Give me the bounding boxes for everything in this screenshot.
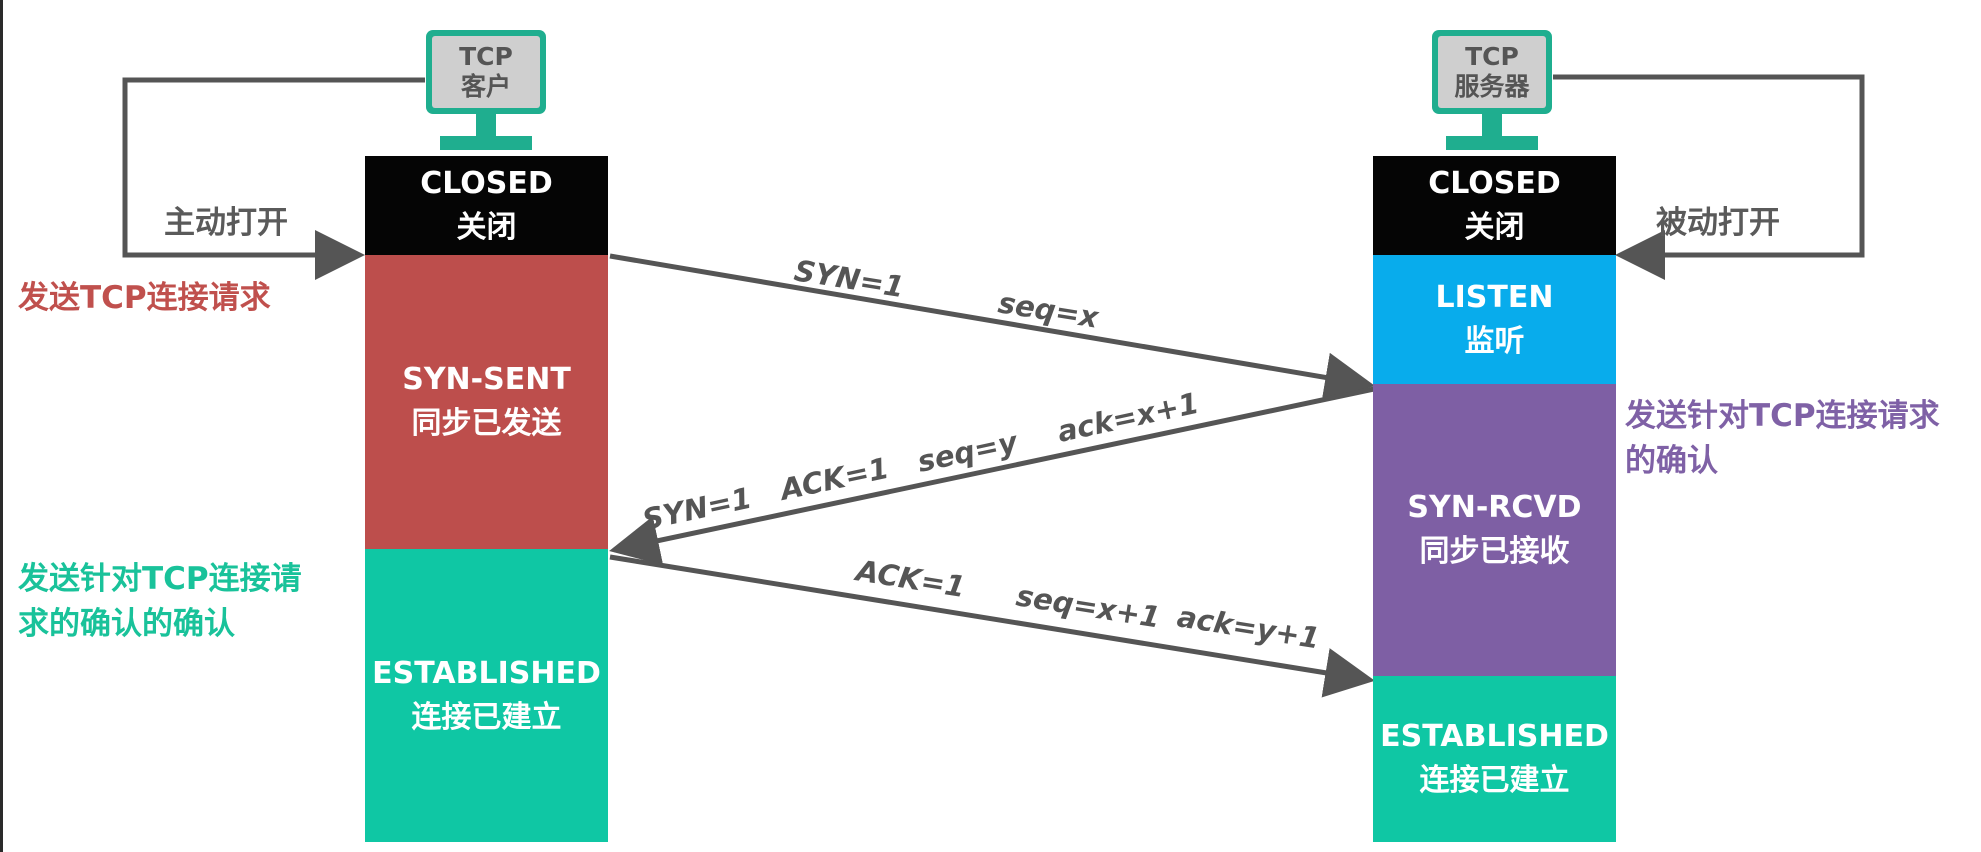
msg2-seq: seq=y [914, 424, 1021, 478]
server-syn-rcvd-cn: 同步已接收 [1419, 534, 1570, 569]
server-established-cn: 连接已建立 [1419, 763, 1570, 798]
client-state-syn-sent: SYN-SENT 同步已发送 [365, 255, 608, 549]
msg3-ack: ack=y+1 [1175, 599, 1322, 655]
client-state-closed: CLOSED 关闭 [365, 156, 608, 255]
server-state-established: ESTABLISHED 连接已建立 [1373, 676, 1616, 842]
passive-open-arrow [1553, 74, 1865, 280]
client-established-cn: 连接已建立 [411, 699, 562, 735]
server-syn-rcvd-label: SYN-RCVD [1407, 490, 1582, 525]
msg2-ack-flag: ACK=1 [775, 451, 891, 508]
client-syn-sent-cn: 同步已发送 [411, 406, 562, 441]
server-computer-line1: TCP [1465, 42, 1519, 71]
client-closed-label: CLOSED [420, 165, 553, 201]
server-listen-cn: 监听 [1464, 323, 1525, 359]
client-computer-line2: 客户 [460, 72, 511, 101]
client-monitor-base [440, 136, 532, 150]
passive-open-label: 被动打开 [1656, 205, 1780, 241]
active-open-arrow [122, 77, 425, 280]
active-open-label: 主动打开 [164, 205, 288, 241]
server-state-listen: LISTEN 监听 [1373, 255, 1616, 384]
server-monitor-base [1446, 136, 1538, 150]
ack-of-ack-label-line2: 求的确认的确认 [18, 606, 235, 642]
client-established-label: ESTABLISHED [372, 655, 601, 691]
server-closed-cn: 关闭 [1464, 209, 1525, 245]
server-ack-label-line2: 的确认 [1625, 443, 1718, 479]
client-screen: TCP 客户 [426, 30, 546, 114]
client-syn-sent-label: SYN-SENT [402, 362, 571, 397]
client-state-established: ESTABLISHED 连接已建立 [365, 549, 608, 842]
syn-ack-arrow [609, 386, 1375, 566]
client-computer-line1: TCP [459, 42, 513, 71]
msg3-ack-flag: ACK=1 [852, 553, 968, 604]
msg2-syn: SYN=1 [639, 481, 754, 537]
client-monitor-stand [476, 114, 496, 136]
ack-of-ack-label-line1: 发送针对TCP连接请 [18, 561, 302, 597]
server-screen: TCP 服务器 [1432, 30, 1552, 114]
server-state-syn-rcvd: SYN-RCVD 同步已接收 [1373, 384, 1616, 676]
server-listen-label: LISTEN [1435, 279, 1554, 315]
server-state-closed: CLOSED 关闭 [1373, 156, 1616, 255]
server-established-label: ESTABLISHED [1380, 719, 1609, 754]
msg1-seq: seq=x [996, 285, 1102, 335]
ack-arrow [609, 554, 1375, 698]
server-closed-label: CLOSED [1428, 165, 1561, 201]
syn-arrow [609, 253, 1375, 403]
server-ack-label-line1: 发送针对TCP连接请求 [1625, 398, 1940, 434]
client-closed-cn: 关闭 [456, 209, 517, 245]
send-request-label: 发送TCP连接请求 [18, 280, 271, 316]
left-border [0, 0, 3, 852]
server-computer-line2: 服务器 [1454, 72, 1530, 101]
server-monitor-stand [1482, 114, 1502, 136]
